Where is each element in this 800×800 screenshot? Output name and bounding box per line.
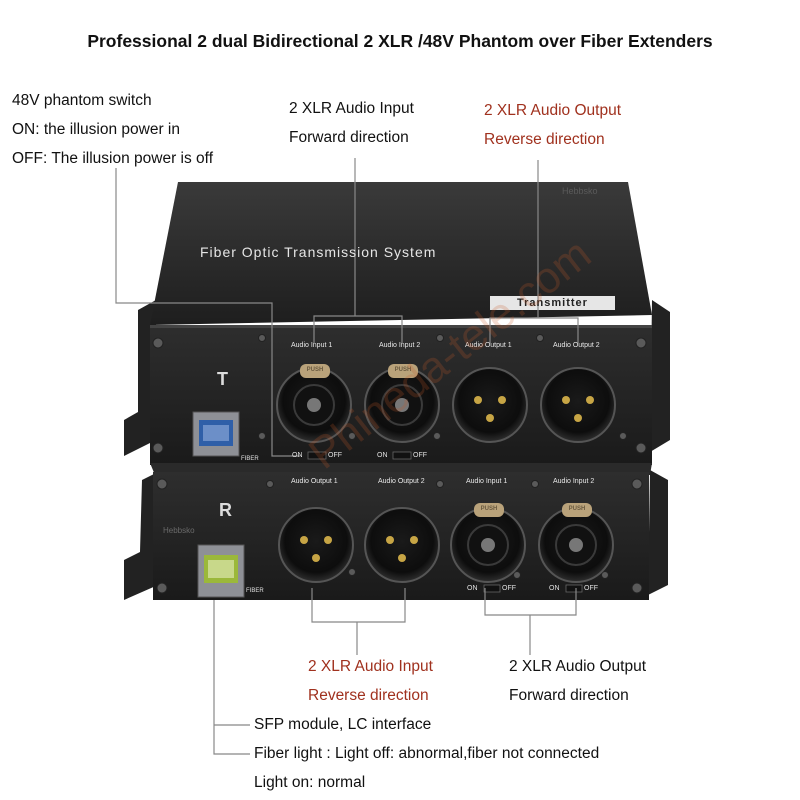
rx-switch-off: OFF [584,585,598,592]
rx-sfp-module [197,544,245,598]
rx-port-label: Audio Input 1 [466,478,508,485]
tx-unit-letter: T [217,369,228,389]
tx-input-label: 2 XLR Audio Input [289,100,414,117]
tx-brand-label: Hebbsko [562,186,598,196]
tx-output-label: 2 XLR Audio Output [484,102,622,119]
leader-lines [115,158,579,755]
tx-port-label: Audio Input 1 [291,342,333,349]
rx-right-ear [648,470,668,595]
phantom-switch-label: 48V phantom switch [12,92,152,109]
rx-switch-on: ON [467,585,478,592]
tx-input-direction: Forward direction [289,129,409,146]
rx-push-label: PUSH [480,506,498,512]
tx-switch-on: ON [292,452,303,459]
tx-push-label: PUSH [306,367,324,373]
tx-port-label: Audio Output 2 [553,342,600,349]
rx-fiber-label: FIBER [246,588,264,594]
tx-phantom-switch-1 [307,451,327,460]
tx-system-label: Fiber Optic Transmission System [200,244,437,260]
rx-input-direction: Reverse direction [308,687,429,704]
tx-sfp-module [192,411,240,457]
phantom-on-label: ON: the illusion power in [12,121,180,138]
rx-output-label: 2 XLR Audio Output [509,658,647,675]
tx-switch-on: ON [377,452,388,459]
transmitter-badge-label: Transmitter [517,297,588,309]
rx-switch-off: OFF [502,585,516,592]
tx-phantom-switch-2 [392,451,412,460]
page-title: Professional 2 dual Bidirectional 2 XLR … [87,31,713,51]
tx-top-panel [150,182,652,325]
rx-input-label: 2 XLR Audio Input [308,658,433,675]
transmitter-badge [490,296,615,310]
rx-phantom-switch-1 [483,584,501,593]
rx-left-ear [124,472,158,600]
rx-port-label: Audio Input 2 [553,478,595,485]
rx-port-label: Audio Output 1 [291,478,338,485]
tx-fiber-label: FIBER [241,456,259,462]
tx-left-ear [124,300,156,456]
rx-xlr-connectors [278,503,614,583]
tx-output-direction: Reverse direction [484,131,605,148]
rx-brand-label: Hebbsko [163,526,195,535]
rx-port-label: Audio Output 2 [378,478,425,485]
light-on-label: Light on: normal [254,774,366,791]
phantom-off-label: OFF: The illusion power is off [12,150,214,167]
tx-switch-off: OFF [413,452,427,459]
tx-xlr-connectors [276,364,616,443]
tx-push-label: PUSH [394,367,412,373]
tx-right-ear [650,300,670,452]
sfp-module-label: SFP module, LC interface [254,716,432,733]
tx-port-label: Audio Output 1 [465,342,512,349]
fiber-light-label: Fiber light : Light off: abnormal,fiber … [254,745,600,762]
tx-switch-off: OFF [328,452,342,459]
rx-switch-on: ON [549,585,560,592]
rx-phantom-switch-2 [565,584,583,593]
rx-push-label: PUSH [568,506,586,512]
rx-unit-letter: R [219,500,232,520]
tx-port-label: Audio Input 2 [379,342,421,349]
rx-output-direction: Forward direction [509,687,629,704]
